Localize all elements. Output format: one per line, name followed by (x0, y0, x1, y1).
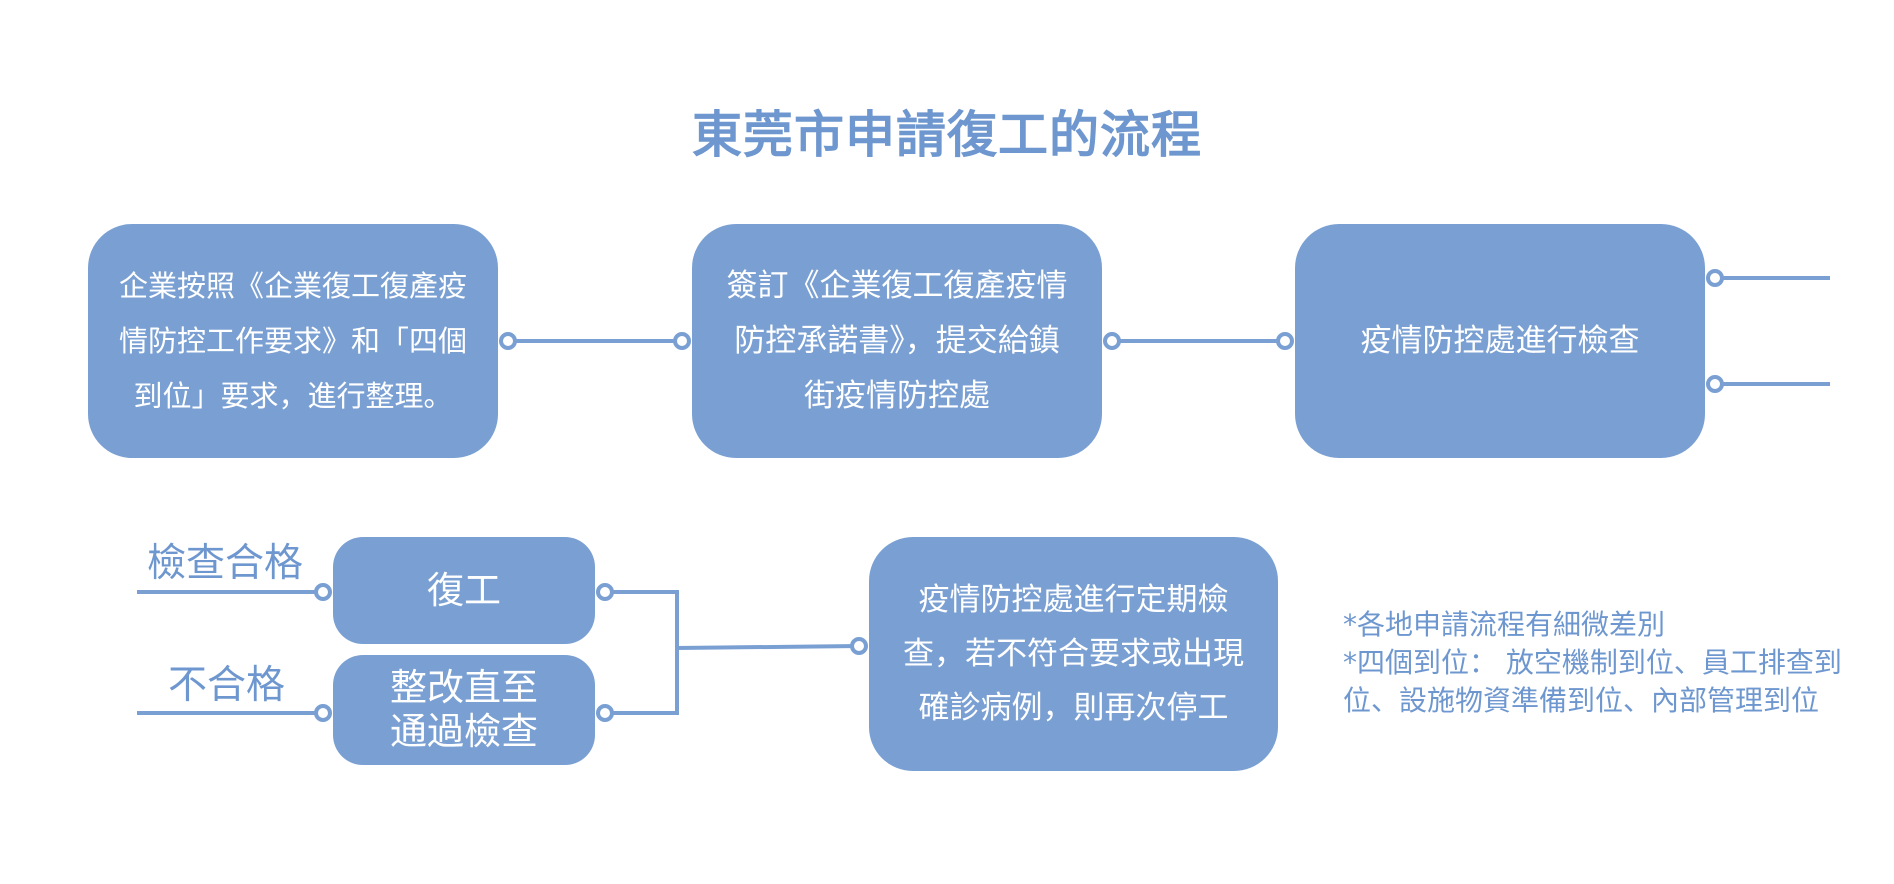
connector-dot (1706, 375, 1724, 393)
step-box-periodic-check: 疫情防控處進行定期檢 查，若不符合要求或出現 確診病例，則再次停工 (869, 537, 1278, 771)
label-pass: 檢查合格 (147, 541, 304, 586)
step-text-resume-work: 復工 (427, 568, 501, 612)
step-text-rectify: 整改直至 通過檢查 (390, 666, 538, 753)
connector-dot (314, 583, 332, 601)
step-box-resume-work: 復工 (333, 537, 595, 644)
footnotes: *各地申請流程有細微差別 *四個到位： 放空機制到位、員工排查到位、設施物資準備… (1343, 606, 1848, 720)
step-text-sign-commitment: 簽訂《企業復工復產疫情 防控承諾書》，提交給鎮 街疫情防控處 (726, 267, 1068, 414)
connector-dot (1276, 332, 1294, 350)
connector-dot (314, 704, 332, 722)
connector-dot (850, 637, 868, 655)
step-text-prepare: 企業按照《企業復工復產疫 情防控工作要求》和「四個 到位」要求，進行整理。 (118, 268, 467, 413)
step-text-inspection: 疫情防控處進行檢查 (1360, 323, 1640, 359)
connector-dot (596, 583, 614, 601)
connector-dot (596, 704, 614, 722)
connector-bracket (605, 590, 679, 715)
connector-dot (673, 332, 691, 350)
step-box-inspection: 疫情防控處進行檢查 (1295, 224, 1705, 458)
connector-to-periodic (676, 644, 860, 650)
connector-dot (499, 332, 517, 350)
label-fail: 不合格 (168, 663, 286, 708)
step-box-sign-commitment: 簽訂《企業復工復產疫情 防控承諾書》，提交給鎮 街疫情防控處 (692, 224, 1102, 458)
step-box-rectify: 整改直至 通過檢查 (333, 655, 595, 765)
connector-dot (1706, 269, 1724, 287)
diagram-title: 東莞市申請復工的流程 (692, 106, 1202, 164)
connector-dot (1103, 332, 1121, 350)
footnote-four-in-place: *四個到位： 放空機制到位、員工排查到位、設施物資準備到位、內部管理到位 (1343, 646, 1842, 717)
step-text-periodic-check: 疫情防控處進行定期檢 查，若不符合要求或出現 確診病例，則再次停工 (903, 582, 1244, 726)
footnote-variation: *各地申請流程有細微差別 (1343, 608, 1666, 641)
step-box-prepare: 企業按照《企業復工復產疫 情防控工作要求》和「四個 到位」要求，進行整理。 (88, 224, 498, 458)
